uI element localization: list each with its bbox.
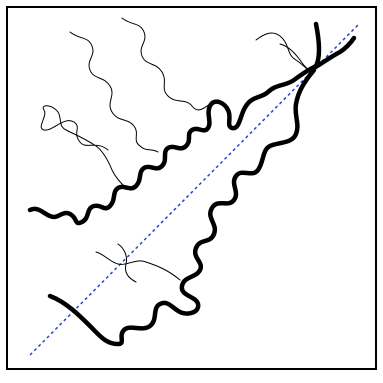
tributary-right (121, 17, 211, 111)
tributary-lower-b (117, 243, 137, 283)
tributary-left-loop (40, 105, 127, 189)
tributary-top-right-b (279, 43, 313, 73)
tributary-top-right-a (255, 32, 311, 73)
frame-border (6, 6, 377, 370)
tributary-middle (69, 31, 159, 153)
main-river-lower (47, 67, 317, 347)
main-river-branch-right (311, 35, 357, 71)
main-river-upper (27, 21, 322, 226)
tributary-lower-a (95, 251, 181, 281)
